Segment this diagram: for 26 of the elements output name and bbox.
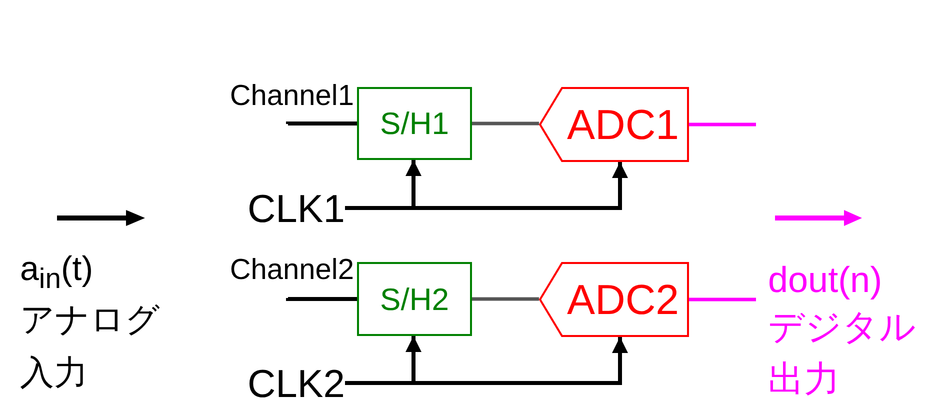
- wire: [286, 122, 357, 126]
- adc-block: [539, 87, 689, 162]
- wire: [472, 122, 539, 126]
- wire: [689, 298, 756, 302]
- wire: [689, 122, 756, 126]
- wire: [472, 297, 539, 301]
- signal-label: 出力: [768, 362, 840, 398]
- block-label: S/H2: [380, 284, 449, 314]
- signal-label: a$_{in}$(t): [20, 252, 94, 294]
- signal-label: Channel2: [178, 256, 354, 298]
- block-label: S/H1: [380, 108, 449, 139]
- block-label: ADC1: [566, 104, 680, 146]
- signal-label: デジタル: [768, 310, 916, 346]
- sample-hold-block: [357, 262, 472, 336]
- signal-label: 入力: [20, 356, 88, 390]
- signal-label: CLK2: [212, 363, 345, 405]
- signal-label: dout(n): [768, 262, 882, 298]
- signal-label: Channel1: [178, 82, 354, 124]
- arrow: [345, 337, 628, 385]
- adc-block: [539, 262, 689, 337]
- arrow: [345, 162, 628, 210]
- signal-label: CLK1: [212, 188, 345, 230]
- block-label: ADC2: [566, 278, 680, 320]
- sample-hold-block: [357, 87, 472, 160]
- signal-label: アナログ: [20, 303, 160, 337]
- wire: [286, 297, 357, 301]
